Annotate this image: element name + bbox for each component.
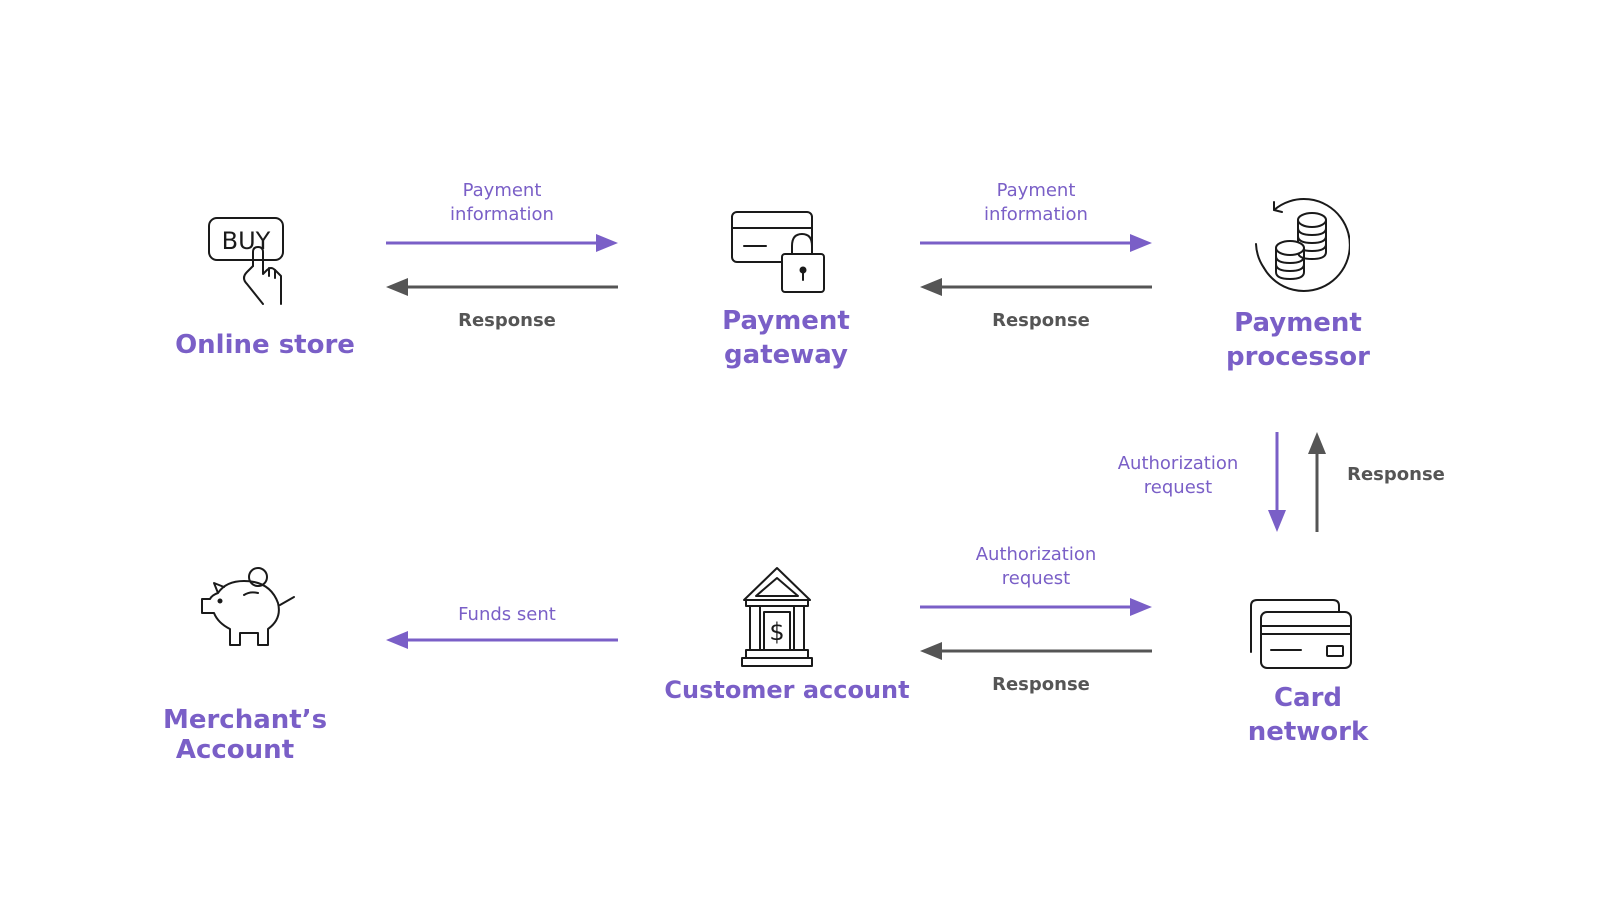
buy-button-icon: BUY (205, 210, 295, 306)
arrow-account-to-merchant (386, 631, 618, 649)
piggy-bank-icon (196, 565, 296, 649)
card-network-line2: network (1247, 717, 1369, 747)
card-lock-icon (730, 208, 830, 296)
svg-text:$: $ (769, 618, 784, 646)
payment-processor-line2: processor (1226, 342, 1370, 372)
edge-label-response: Response (1347, 464, 1445, 485)
edge-label-store-to-gateway: Payment information (402, 179, 602, 227)
arrow-gateway-to-store (386, 278, 618, 296)
edge-label-processor-to-gateway: Response (941, 309, 1141, 333)
payment-processor-line1: Payment (1234, 308, 1362, 338)
edge-label-account-to-merchant: Funds sent (407, 603, 607, 627)
edge-label-line2: information (984, 204, 1088, 225)
merchant-account-line2: Account (175, 735, 295, 765)
card-network-line1: Card (1273, 683, 1343, 713)
edge-label-network-to-account: Response (941, 673, 1141, 697)
edge-label-line1: Authorization (1117, 453, 1239, 474)
edge-label-processor-to-network: Authorization request (1098, 452, 1258, 500)
payment-gateway-line2: gateway (724, 340, 848, 370)
edge-label-gateway-to-store: Response (407, 309, 607, 333)
card-network-label: Card network (1208, 681, 1408, 749)
bank-icon: $ (740, 566, 814, 670)
customer-account-name: Customer account (664, 676, 910, 704)
edge-label-line1: Payment (462, 180, 542, 201)
arrow-processor-to-network (1268, 432, 1286, 532)
arrow-account-to-network (920, 598, 1152, 616)
payment-gateway-line1: Payment (722, 306, 850, 336)
edge-label-line1: Authorization (975, 544, 1097, 565)
edge-label-account-to-network: Authorization request (936, 543, 1136, 591)
merchant-account-line1: Merchant’s (162, 705, 328, 735)
online-store-name: Online store (175, 330, 355, 360)
merchant-account-label: Merchant’s Account (140, 705, 350, 765)
payment-gateway-label: Payment gateway (686, 304, 886, 372)
edge-label-line2: request (1143, 477, 1213, 498)
online-store-label: Online store (160, 328, 370, 362)
arrow-network-to-processor (1308, 432, 1326, 532)
arrow-network-to-account (920, 642, 1152, 660)
edge-label-response: Response (992, 674, 1090, 695)
edge-label-response: Response (458, 310, 556, 331)
edge-label-line2: request (1001, 568, 1071, 589)
edge-label-gateway-to-processor: Payment information (936, 179, 1136, 227)
edge-label-line2: information (450, 204, 554, 225)
credit-cards-icon (1245, 596, 1355, 672)
edge-label-network-to-processor: Response (1336, 463, 1456, 487)
coins-refresh-icon (1250, 196, 1350, 296)
customer-account-label: Customer account (662, 673, 912, 707)
payment-processor-label: Payment processor (1198, 306, 1398, 374)
arrow-store-to-gateway (386, 234, 618, 252)
edge-label-line1: Payment (996, 180, 1076, 201)
edge-label-funds-sent: Funds sent (458, 604, 556, 625)
arrow-gateway-to-processor (920, 234, 1152, 252)
edge-label-response: Response (992, 310, 1090, 331)
arrow-processor-to-gateway (920, 278, 1152, 296)
